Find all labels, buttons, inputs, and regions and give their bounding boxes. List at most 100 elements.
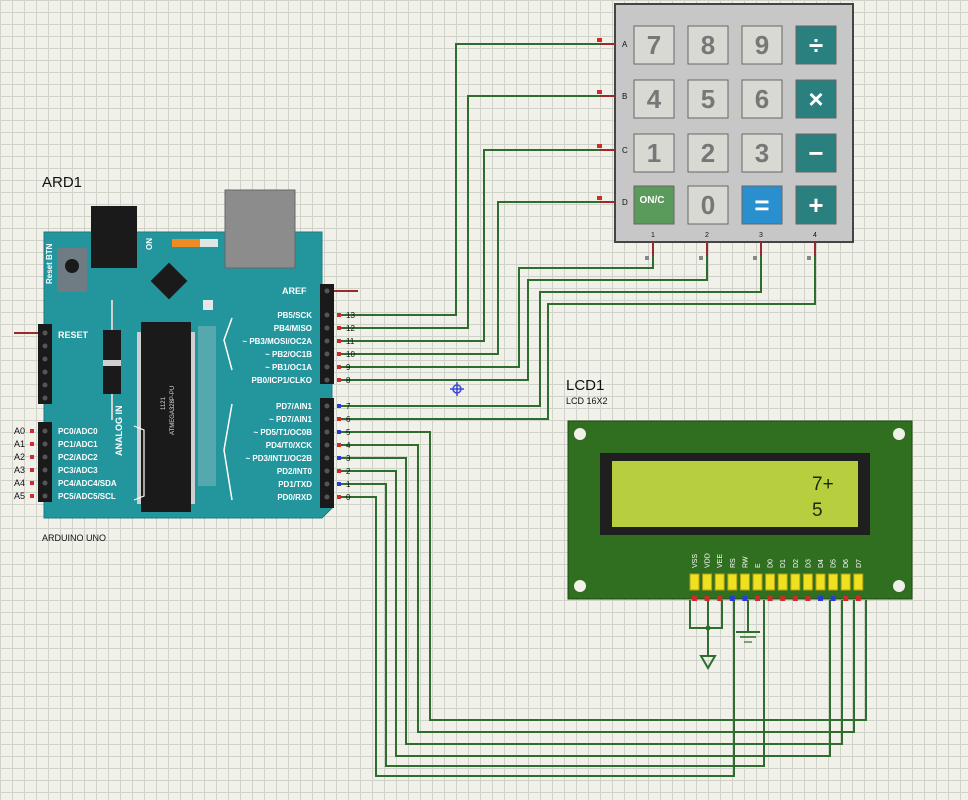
lcd-pin-header	[739, 573, 750, 591]
lcd-pin-label: D7	[856, 559, 863, 568]
digital-pin-marker	[337, 404, 341, 408]
digital-pin-number: 5	[346, 428, 351, 437]
reset-button-cap[interactable]	[65, 259, 79, 273]
key-5[interactable]: 5	[687, 79, 729, 119]
key-2[interactable]: 2	[687, 133, 729, 173]
wire-row-b[interactable]	[338, 95, 600, 329]
key-9[interactable]: 9	[741, 25, 783, 65]
lcd-pin-label: VEE	[717, 554, 724, 568]
digital-header-1	[320, 284, 334, 384]
wire-col-1[interactable]	[338, 252, 654, 368]
digital-pin-marker	[337, 430, 341, 434]
power-pin-hole	[42, 369, 48, 375]
digital-pin-marker	[337, 378, 341, 382]
key-label: −	[808, 138, 823, 168]
wire-lcd-vee[interactable]	[708, 600, 723, 629]
lcd-pin-header	[828, 573, 839, 591]
junction-dot	[705, 625, 711, 631]
analog-pin-marker	[30, 481, 34, 485]
digital-pin-hole	[324, 455, 330, 461]
lcd-pin-header	[689, 573, 700, 591]
digital-pin-marker	[337, 417, 341, 421]
lcd-ref-label: LCD1	[566, 377, 604, 394]
key-on-clear[interactable]: ON/C	[633, 185, 675, 225]
key-label: ON/C	[640, 195, 665, 206]
key-label: 6	[755, 84, 769, 114]
wire-lcd-d5[interactable]	[338, 457, 843, 745]
arduino-board[interactable]: Reset BTN ON ATMEGA328P-PU 1121 ANALOG I…	[38, 189, 334, 519]
wire-col-2[interactable]	[338, 252, 708, 381]
keypad-row-label: C	[622, 146, 628, 155]
lcd-pin-marker	[830, 596, 836, 601]
wire-lcd-vss[interactable]	[689, 600, 708, 629]
decoupling-caps	[198, 326, 216, 486]
digital-pin-number: 11	[346, 337, 355, 346]
analog-pin-marker	[30, 468, 34, 472]
digital-pin-hole	[324, 338, 330, 344]
key-7[interactable]: 7	[633, 25, 675, 65]
key-1[interactable]: 1	[633, 133, 675, 173]
wire-lcd-d7[interactable]	[338, 431, 867, 721]
keypad-row-label: B	[622, 92, 627, 101]
keypad-col-label: 4	[813, 232, 817, 239]
digital-pin-hole	[324, 364, 330, 370]
lcd-pin-header	[714, 573, 725, 591]
key-=[interactable]: =	[741, 185, 783, 225]
key-4[interactable]: 4	[633, 79, 675, 119]
on-led-frame	[200, 239, 218, 247]
wire-lcd-d6[interactable]	[338, 444, 855, 733]
aref-pin-hole	[324, 288, 330, 294]
arduino-model-label: ARDUINO UNO	[42, 533, 106, 543]
key-×[interactable]: ×	[795, 79, 837, 119]
digital-pin-label: ~ PB2/OC1B	[265, 350, 312, 359]
wire-row-a[interactable]	[338, 43, 600, 316]
digital-pin-label: PB4/MISO	[274, 324, 312, 333]
key-−[interactable]: −	[795, 133, 837, 173]
keypad-col-pin-marker	[753, 256, 757, 260]
wire-col-4[interactable]	[338, 252, 816, 420]
chip-code: 1121	[161, 396, 167, 410]
lcd-screen	[612, 461, 858, 527]
lcd-pin-label: D0	[768, 559, 775, 568]
digital-pin-hole	[324, 481, 330, 487]
key-0[interactable]: 0	[687, 185, 729, 225]
wire-lcd-rs[interactable]	[338, 496, 735, 777]
analog-pin-hole	[42, 428, 48, 434]
analog-pin-label: PC2/ADC2	[58, 453, 98, 462]
lcd-pin-label: E	[755, 563, 762, 568]
key-label: 0	[701, 190, 715, 220]
key-+[interactable]: +	[795, 185, 837, 225]
wire-row-c[interactable]	[338, 149, 600, 342]
digital-pin-hole	[324, 442, 330, 448]
power-pin-hole	[42, 395, 48, 401]
lcd-hole-tl	[574, 428, 586, 440]
analog-pin-name: A4	[14, 478, 25, 488]
lcd-pin-marker	[792, 596, 798, 601]
digital-pin-marker	[337, 482, 341, 486]
analog-pin-hole	[42, 467, 48, 473]
analog-pin-marker	[30, 494, 34, 498]
key-8[interactable]: 8	[687, 25, 729, 65]
wire-row-d[interactable]	[338, 201, 600, 355]
digital-pin-hole	[324, 494, 330, 500]
digital-pin-label: PD2/INT0	[277, 467, 313, 476]
lcd-pin-marker	[843, 596, 849, 601]
digital-pin-marker	[337, 326, 341, 330]
key-6[interactable]: 6	[741, 79, 783, 119]
cursor-crosshair-icon	[450, 382, 464, 396]
usb-connector	[224, 189, 296, 269]
lcd-pin-marker	[855, 596, 861, 601]
digital-pin-hole	[324, 312, 330, 318]
keypad-row-pin-marker	[597, 38, 602, 42]
digital-pin-number: 7	[346, 402, 351, 411]
wire-lcd-d4[interactable]	[338, 470, 831, 757]
key-÷[interactable]: ÷	[795, 25, 837, 65]
aref-label: AREF	[282, 286, 307, 296]
wire-col-3[interactable]	[338, 252, 762, 407]
keypad-col-label: 1	[651, 232, 655, 239]
wire-lcd-e[interactable]	[338, 483, 765, 767]
keypad-row-pin-marker	[597, 144, 602, 148]
key-label: ÷	[809, 30, 823, 60]
key-3[interactable]: 3	[741, 133, 783, 173]
